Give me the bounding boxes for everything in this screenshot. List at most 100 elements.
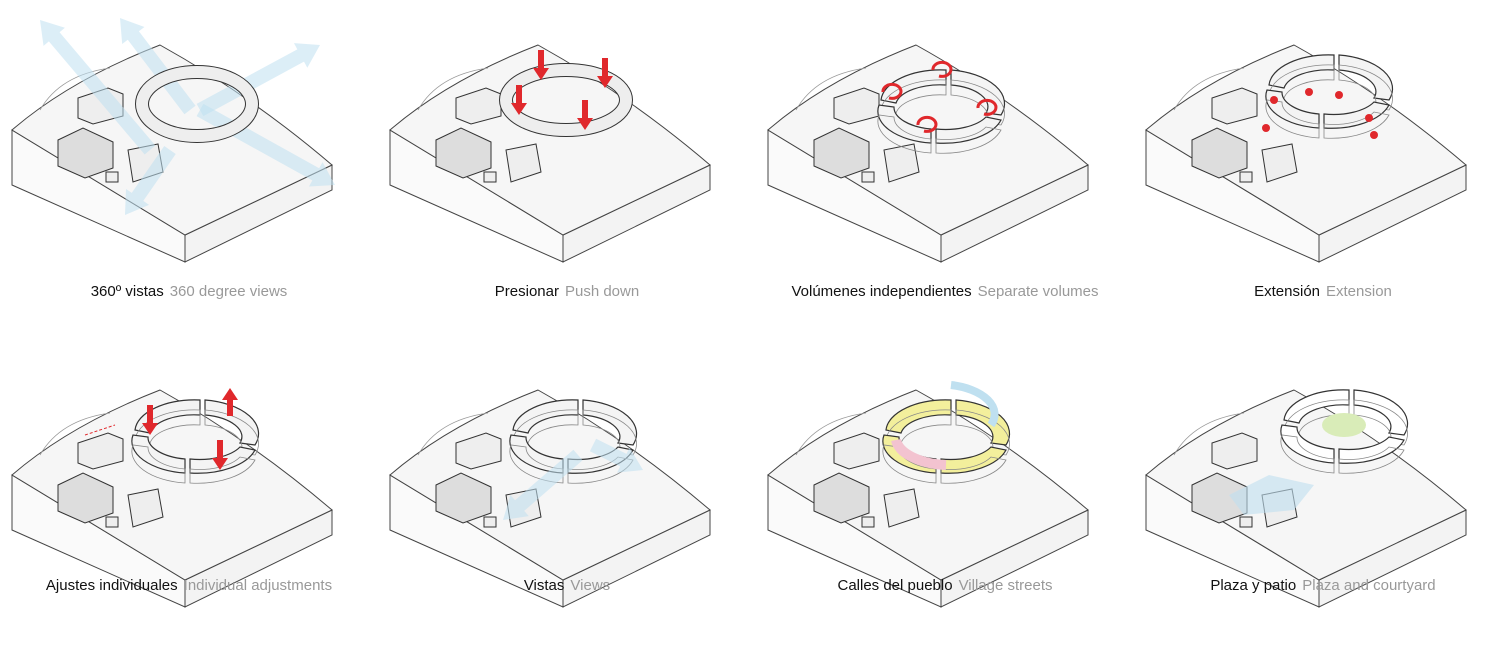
- volume-base-edge: [512, 409, 579, 444]
- arrow-shape: [196, 43, 320, 117]
- terrain-contour: [39, 412, 111, 456]
- caption-spanish: Volúmenes independientes: [791, 283, 972, 300]
- building-small: [861, 516, 875, 528]
- caption-spanish: Vistas: [523, 577, 565, 594]
- red-arrow-icon: [1335, 91, 1343, 99]
- red-arrow-icon: [1270, 96, 1278, 104]
- building: [455, 87, 502, 125]
- spiral-volume: [955, 399, 1011, 446]
- concept-overlay: [84, 388, 260, 484]
- red-arrow-icon: [533, 50, 549, 80]
- panel-caption: Plaza y patio Plaza and courtyard: [1134, 577, 1512, 594]
- terrain-top-face: [1145, 44, 1467, 236]
- diagram-panel: Plaza y patio Plaza and courtyard: [1134, 335, 1512, 648]
- terrain-contour: [39, 67, 111, 111]
- ring-volume: [500, 64, 632, 136]
- building: [77, 432, 124, 470]
- building-stepped: [435, 127, 492, 179]
- caption-spanish: 360º vistas: [90, 283, 164, 300]
- view-arrow-icon: [119, 17, 196, 115]
- concept-overlay: [1262, 54, 1394, 139]
- volume-base-edge: [1323, 111, 1390, 139]
- red-arrow-icon: [1370, 131, 1378, 139]
- caption-english: Views: [570, 577, 611, 594]
- volume-base-edge: [1280, 434, 1335, 474]
- spiral-volume: [1265, 89, 1320, 129]
- rotate-arrow-icon: [916, 115, 938, 133]
- red-arrow-up-icon: [222, 388, 238, 416]
- spiral-volume: [1283, 389, 1350, 424]
- caption-english: Plaza and courtyard: [1302, 577, 1436, 594]
- plaza: [1229, 475, 1314, 515]
- spiral-volume: [512, 399, 579, 434]
- building-small: [105, 516, 119, 528]
- spiral-volume: [1338, 54, 1394, 101]
- site-model-diagram: [389, 44, 711, 263]
- building: [833, 432, 880, 470]
- spiral-volume: [950, 69, 1006, 116]
- site-model-diagram: [389, 389, 711, 608]
- concept-overlay: [882, 381, 1011, 484]
- concept-overlay: [502, 399, 644, 521]
- rotate-arrow-icon: [976, 98, 998, 116]
- caption-english: Push down: [564, 283, 640, 300]
- caption-spanish: Plaza y patio: [1210, 577, 1297, 594]
- panel-caption: Vistas Views: [378, 577, 756, 594]
- volume-base-edge: [1353, 399, 1408, 446]
- volume-base-edge: [1283, 399, 1350, 434]
- caption-english: Individual adjustments: [183, 577, 333, 594]
- existing-buildings: [1191, 87, 1298, 183]
- terrain-top-face: [389, 44, 711, 236]
- existing-buildings: [435, 87, 542, 183]
- spiral-volume: [204, 399, 260, 446]
- terrain-contour: [795, 67, 867, 111]
- building: [1211, 432, 1258, 470]
- building-small: [483, 171, 497, 183]
- spiral-volume: [1353, 389, 1409, 436]
- arrow-shape: [125, 146, 176, 215]
- volume-base-edge: [880, 79, 947, 114]
- site-model-diagram: [767, 44, 1089, 263]
- red-arrow-icon: [212, 440, 228, 470]
- volume-base-edge: [950, 79, 1005, 126]
- volume-base-edge: [877, 114, 932, 154]
- terrain-top-face: [11, 389, 333, 581]
- rotate-arrow-icon: [881, 82, 903, 100]
- volume-base-edge: [1265, 99, 1320, 139]
- volume-base-edge: [882, 444, 937, 484]
- spiral-volume: [131, 434, 186, 474]
- building: [1261, 143, 1298, 183]
- caption-english: Village streets: [958, 577, 1053, 594]
- street-pink: [891, 438, 947, 470]
- arrow-shape: [39, 19, 156, 155]
- site-model-diagram: [1145, 389, 1467, 608]
- view-arrow-icon: [39, 19, 156, 155]
- spiral-volume: [885, 399, 952, 434]
- view-arrow-icon: [196, 43, 320, 117]
- building-small: [861, 171, 875, 183]
- view-arrow-icon: [502, 449, 583, 521]
- building-small: [1239, 171, 1253, 183]
- spiral-volume: [509, 434, 564, 474]
- volume-base-edge: [940, 456, 1007, 484]
- view-arrow-icon: [589, 438, 644, 473]
- red-dashed-line: [84, 424, 116, 436]
- building-small: [483, 516, 497, 528]
- arrow-shape: [502, 449, 583, 521]
- spiral-volume: [582, 399, 638, 446]
- concept-overlay: [499, 50, 633, 137]
- building-stepped: [813, 472, 870, 524]
- red-arrow-icon: [1365, 114, 1373, 122]
- terrain-contour: [1173, 412, 1245, 456]
- caption-english: Separate volumes: [977, 283, 1099, 300]
- diagram-panel: Vistas Views: [378, 335, 756, 648]
- site-model-diagram: [11, 388, 333, 608]
- site-model-diagram: [767, 381, 1089, 608]
- building: [1211, 87, 1258, 125]
- concept-overlay: [39, 17, 335, 215]
